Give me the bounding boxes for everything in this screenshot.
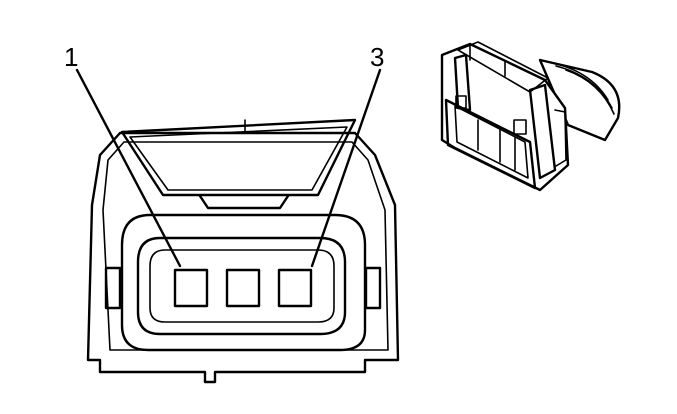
rear-body-ring	[547, 61, 609, 101]
rear-body	[538, 58, 621, 142]
iso-clip-center	[513, 119, 527, 135]
iso-clip-left	[455, 95, 467, 109]
pin-label-3: 3	[370, 42, 384, 72]
connector-isometric-view	[440, 41, 621, 192]
pin-label-1: 1	[64, 42, 78, 72]
iso-top-ridge	[469, 43, 506, 77]
housing-front-face	[444, 98, 537, 190]
latch-window	[120, 118, 357, 197]
cavity-collar	[120, 213, 367, 352]
pin-1	[173, 268, 209, 308]
leader-line-pin-3	[310, 68, 382, 268]
side-clip-right	[364, 266, 382, 310]
housing-top-face	[457, 41, 549, 93]
housing-inner-outline	[102, 141, 389, 351]
leader-line-pin-1	[75, 68, 182, 268]
housing-outline	[86, 131, 400, 384]
face-cavity	[454, 105, 529, 179]
rear-body-ring-3	[565, 69, 615, 115]
iso-side-detail	[554, 109, 567, 167]
latch-tab	[198, 194, 290, 210]
terminal-cavity-inner	[149, 249, 335, 323]
pin-3	[277, 268, 313, 308]
side-clip-left	[104, 266, 122, 310]
iso-latch-right	[528, 83, 557, 180]
connector-face-view: 1 3	[64, 42, 400, 384]
latch-window-inner	[129, 126, 348, 191]
terminal-cavity	[136, 236, 347, 336]
iso-latch-left	[453, 53, 472, 112]
pin-2	[225, 268, 261, 308]
